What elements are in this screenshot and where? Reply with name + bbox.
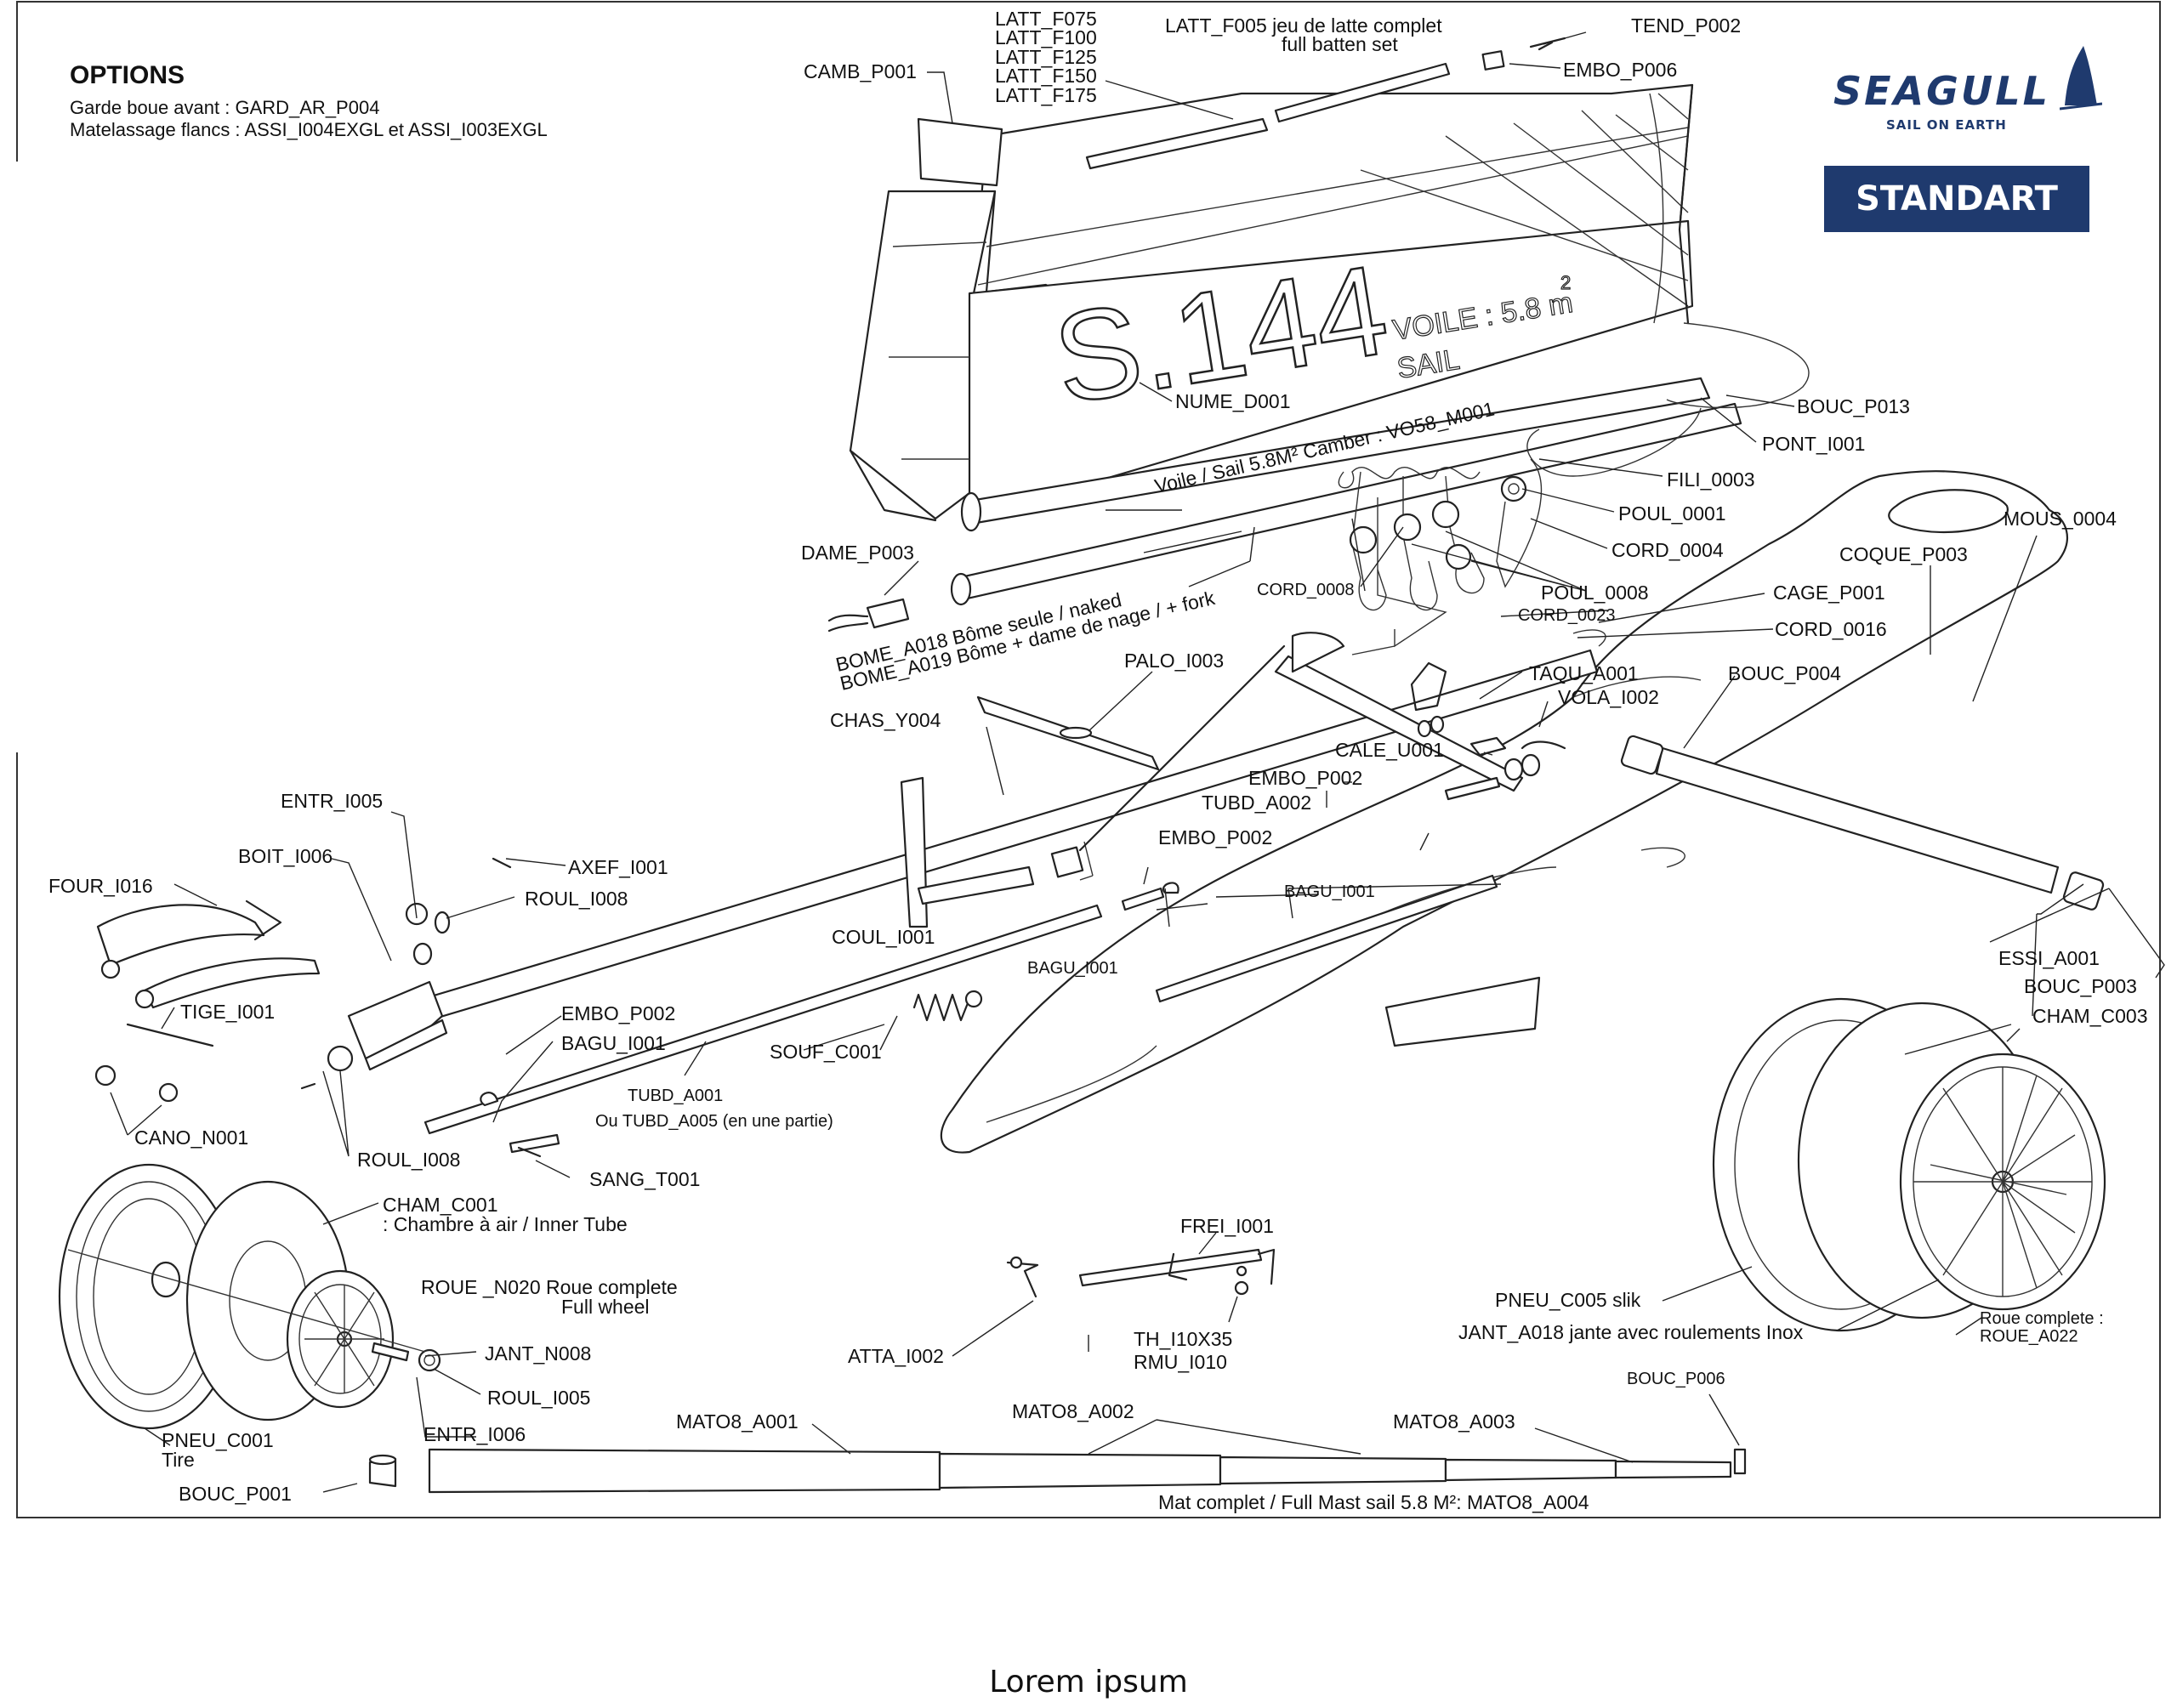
label-roue-n020-desc: Full wheel <box>561 1296 650 1318</box>
label-mato8-a002: MATO8_A002 <box>1012 1400 1134 1422</box>
leader-lines <box>110 31 2165 1493</box>
label-cage-p001: CAGE_P001 <box>1773 582 1885 604</box>
label-latt-f100: LATT_F100 <box>995 26 1097 48</box>
label-bouc-p013: BOUC_P013 <box>1797 395 1910 417</box>
label-poul-0008: POUL_0008 <box>1541 582 1649 604</box>
label-bagu-i001-c: BAGU_I001 <box>561 1032 666 1054</box>
label-fili-0003: FILI_0003 <box>1667 468 1755 491</box>
diagram-frame <box>16 1 2161 1518</box>
label-poul-0001: POUL_0001 <box>1618 502 1726 525</box>
label-embo-p002-c: EMBO_P002 <box>561 1002 675 1024</box>
label-chas-y004: CHAS_Y004 <box>830 709 941 731</box>
brake-parts <box>1006 1248 1276 1298</box>
label-latt-f150: LATT_F150 <box>995 65 1097 87</box>
label-bouc-p004: BOUC_P004 <box>1728 662 1841 684</box>
label-roul-i008-b: ROUL_I008 <box>357 1149 460 1171</box>
label-bouc-p003: BOUC_P003 <box>2024 975 2137 997</box>
label-souf-c001: SOUF_C001 <box>770 1041 882 1063</box>
label-latt-f005-en: full batten set <box>1282 33 1398 55</box>
label-cord-0004: CORD_0004 <box>1611 539 1724 561</box>
label-cord-0008: CORD_0008 <box>1257 581 1355 599</box>
label-nume-d001: NUME_D001 <box>1175 390 1291 412</box>
label-tubd-a001: TUBD_A001 <box>628 1087 723 1105</box>
options-line-2: Matelassage flancs : ASSI_I004EXGL et AS… <box>70 119 548 140</box>
label-mato8-a003: MATO8_A003 <box>1393 1410 1515 1433</box>
label-cham-c001: CHAM_C001 <box>383 1194 498 1216</box>
label-cham-c001-desc: : Chambre à air / Inner Tube <box>383 1213 628 1235</box>
label-roue-n020: ROUE _N020 Roue complete <box>421 1276 678 1298</box>
label-cano-n001: CANO_N001 <box>134 1126 248 1149</box>
hull-drawing <box>940 470 2068 1154</box>
label-mato8-a001: MATO8_A001 <box>676 1410 799 1433</box>
label-dame-p003: DAME_P003 <box>801 542 914 564</box>
label-sang-t001: SANG_T001 <box>589 1168 700 1190</box>
label-bagu-i001-a: BAGU_I001 <box>1284 882 1375 901</box>
label-latt-f075: LATT_F075 <box>995 8 1097 30</box>
page-caption: Lorem ipsum <box>989 1665 1188 1699</box>
label-tubd-a005: Ou TUBD_A005 (en une partie) <box>595 1112 833 1131</box>
label-pont-i001: PONT_I001 <box>1762 433 1865 455</box>
label-rmu-i010: RMU_I010 <box>1134 1351 1227 1373</box>
fork-part <box>827 598 910 633</box>
label-roue-a022-id: ROUE_A022 <box>1980 1327 2078 1346</box>
label-tend-p002: TEND_P002 <box>1631 14 1741 37</box>
label-cham-c003: CHAM_C003 <box>2032 1005 2148 1027</box>
label-embo-p006: EMBO_P006 <box>1563 59 1677 81</box>
mast-drawing <box>368 1448 1747 1494</box>
label-entr-i006: ENTR_I006 <box>423 1423 526 1445</box>
label-bouc-p006: BOUC_P006 <box>1627 1370 1725 1388</box>
brand-tagline: SAIL ON EARTH <box>1886 117 2007 133</box>
label-cord-0023: CORD_0023 <box>1518 606 1616 625</box>
label-bouc-p001: BOUC_P001 <box>179 1483 292 1505</box>
label-pneu-c001: PNEU_C001 <box>162 1429 274 1451</box>
label-roul-i008-a: ROUL_I008 <box>525 888 628 910</box>
label-tubd-a002: TUBD_A002 <box>1202 792 1311 814</box>
options-line-1: Garde boue avant : GARD_AR_P004 <box>70 97 380 118</box>
label-coul-i001: COUL_I001 <box>832 926 935 948</box>
label-roue-a022: Roue complete : <box>1980 1309 2104 1328</box>
label-vola-i002: VOLA_I002 <box>1558 686 1659 708</box>
label-palo-i003: PALO_I003 <box>1124 650 1224 672</box>
label-camb-p001: CAMB_P001 <box>804 60 917 82</box>
label-roul-i005: ROUL_I005 <box>487 1387 590 1409</box>
label-four-i016: FOUR_I016 <box>48 875 153 897</box>
label-entr-i005: ENTR_I005 <box>281 790 383 812</box>
options-block: OPTIONS Garde boue avant : GARD_AR_P004 … <box>70 61 548 141</box>
label-jant-n008: JANT_N008 <box>485 1342 591 1365</box>
front-wheel-drawing <box>58 1163 441 1430</box>
label-th-i10x35: TH_I10X35 <box>1134 1328 1232 1350</box>
label-embo-p002-a: EMBO_P002 <box>1248 767 1362 789</box>
label-latt-f175: LATT_F175 <box>995 84 1097 106</box>
label-axef-i001: AXEF_I001 <box>568 856 668 878</box>
label-embo-p002-b: EMBO_P002 <box>1158 826 1272 848</box>
label-mast-caption: Mat complet / Full Mast sail 5.8 M²: MAT… <box>1158 1491 1589 1513</box>
sail-logo-icon <box>2060 46 2102 111</box>
label-bagu-i001-b: BAGU_I001 <box>1027 959 1118 978</box>
label-frei-i001: FREI_I001 <box>1180 1215 1274 1237</box>
steering-assembly <box>94 857 542 1158</box>
brand-name: SEAGULL <box>1833 68 2050 114</box>
label-coque-p003: COQUE_P003 <box>1839 543 1968 565</box>
edition-badge: STANDART <box>1824 166 2089 232</box>
options-title: OPTIONS <box>70 61 185 89</box>
label-mous-0004: MOUS_0004 <box>2004 508 2117 530</box>
seagull-logo: SEAGULL SAIL ON EARTH <box>1820 44 2109 138</box>
label-boit-i006: BOIT_I006 <box>238 845 333 867</box>
chassis-drawing <box>406 632 2105 1154</box>
label-latt-f125: LATT_F125 <box>995 46 1097 68</box>
label-tige-i001: TIGE_I001 <box>180 1001 275 1023</box>
label-cale-u001: CALE_U001 <box>1335 739 1444 761</box>
label-jant-a018: JANT_A018 jante avec roulements Inox <box>1458 1321 1804 1343</box>
label-cord-0016: CORD_0016 <box>1775 618 1887 640</box>
label-essi-a001: ESSI_A001 <box>1998 947 2100 969</box>
sail-size-superscript: 2 <box>1560 272 1571 293</box>
label-pneu-c005: PNEU_C005 slik <box>1495 1289 1641 1311</box>
label-pneu-c001-desc: Tire <box>162 1449 195 1471</box>
label-atta-i002: ATTA_I002 <box>848 1345 944 1367</box>
rear-wheel-drawing <box>1712 997 2106 1332</box>
label-latt-f005: LATT_F005 jeu de latte complet <box>1165 14 1442 37</box>
label-taqu-a001: TAQU_A001 <box>1529 662 1639 684</box>
